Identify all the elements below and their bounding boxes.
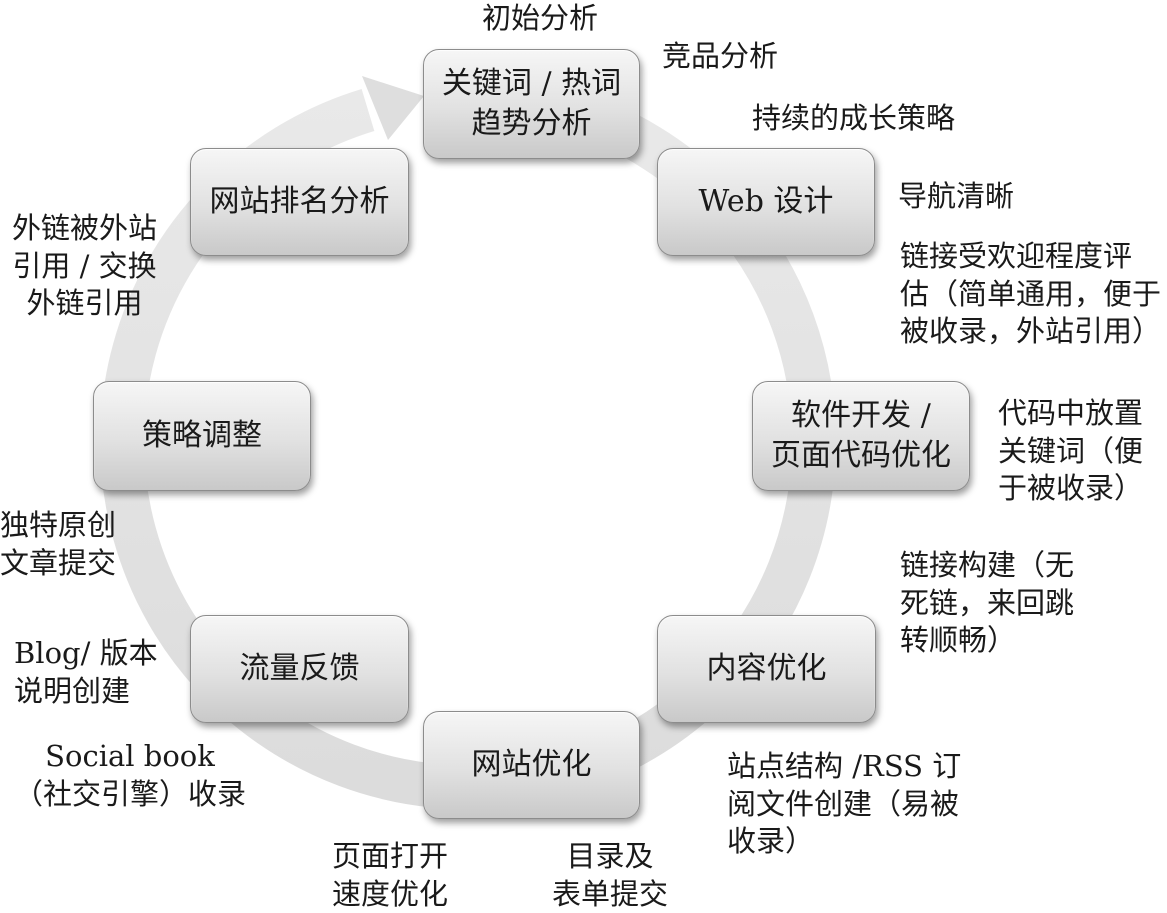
node-keyword-trend-analysis: 关键词 / 热词 趋势分析 [423, 49, 640, 159]
note-keywords-in-code: 代码中放置 关键词（便 于被收录） [998, 396, 1144, 506]
node-content-optimization: 内容优化 [657, 615, 876, 723]
note-blog-version: Blog/ 版本 说明创建 [14, 636, 158, 708]
note-growth-strategy: 持续的成长策略 [752, 101, 956, 135]
node-site-optimization: 网站优化 [423, 711, 640, 819]
node-site-ranking-analysis: 网站排名分析 [190, 148, 409, 256]
note-link-building: 链接构建（无 死链，来回跳 转顺畅） [900, 548, 1075, 658]
node-software-dev-code-optimization: 软件开发 / 页面代码优化 [752, 381, 970, 491]
node-traffic-feedback: 流量反馈 [190, 615, 409, 723]
node-web-design: Web 设计 [657, 148, 875, 256]
note-social-book: Social book （社交引擎）收录 [14, 739, 247, 811]
note-external-links: 外链被外站 引用 / 交换 外链引用 [12, 211, 158, 321]
note-clear-navigation: 导航清晰 [898, 179, 1015, 213]
note-site-structure-rss: 站点结构 /RSS 订 阅文件创建（易被 收录） [727, 749, 962, 859]
note-initial-analysis: 初始分析 [482, 1, 599, 35]
note-original-articles: 独特原创 文章提交 [0, 508, 117, 580]
note-directory-form-submission: 目录及 表单提交 [552, 839, 669, 911]
note-page-speed-optimization: 页面打开 速度优化 [332, 839, 449, 911]
node-strategy-adjustment: 策略调整 [93, 381, 311, 491]
note-competitor-analysis: 竞品分析 [662, 39, 779, 73]
cycle-arrowhead [362, 76, 424, 140]
note-link-popularity: 链接受欢迎程度评 估（简单通用，便于 被收录，外站引用） [900, 239, 1162, 349]
